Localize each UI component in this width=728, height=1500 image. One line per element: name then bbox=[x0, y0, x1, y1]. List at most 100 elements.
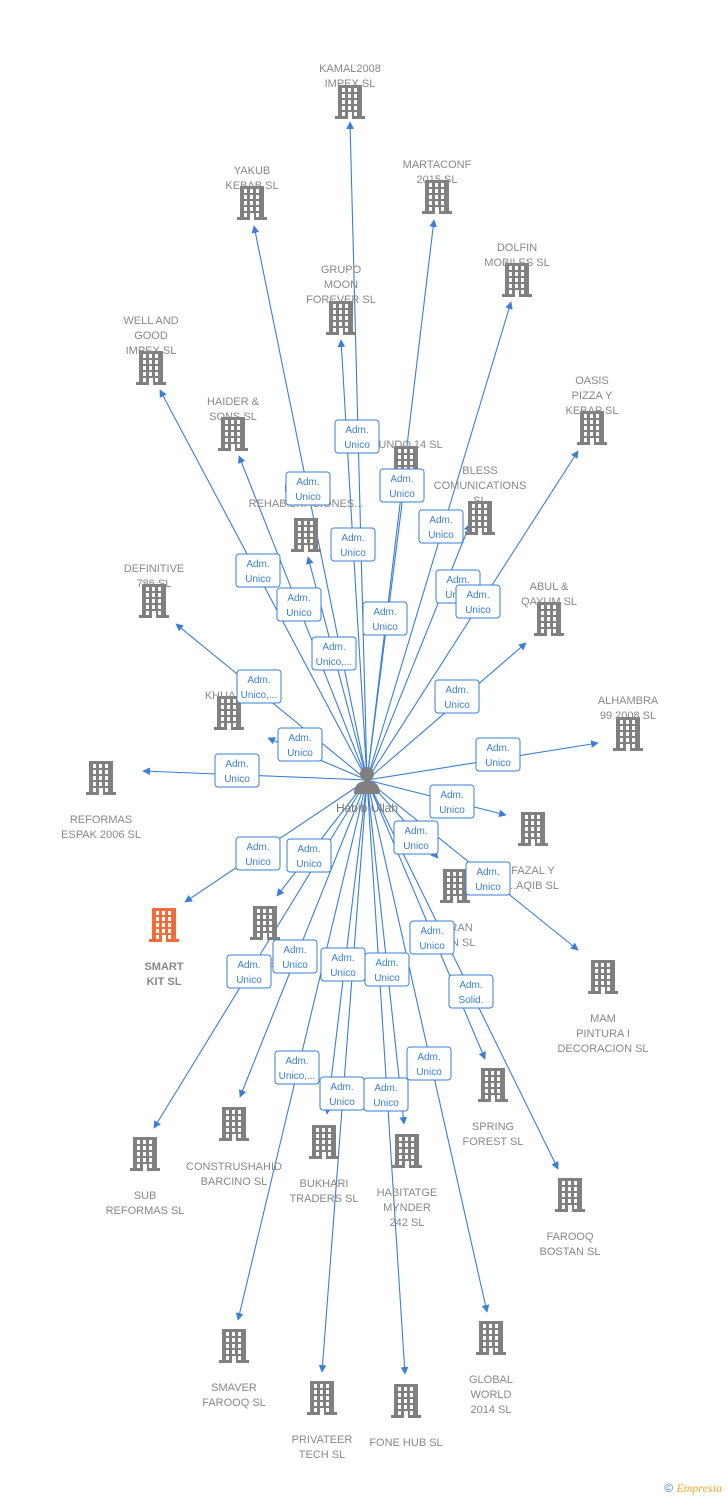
relation-label-privateer[interactable]: Adm.Unico bbox=[319, 1076, 365, 1111]
relation-label-kamal[interactable]: Adm.Unico bbox=[334, 419, 380, 454]
building-window bbox=[472, 510, 475, 514]
company-node-fonehub[interactable]: FONE HUB SL bbox=[369, 1384, 443, 1449]
building-window bbox=[143, 372, 146, 376]
building-icon bbox=[422, 180, 452, 214]
building-window bbox=[231, 420, 234, 424]
relation-label-mam[interactable]: Adm.Unico bbox=[465, 861, 511, 896]
building-window bbox=[221, 717, 224, 721]
relation-label-bless[interactable]: Adm.Unico bbox=[418, 509, 464, 544]
building-icon bbox=[219, 1329, 249, 1363]
building-icon bbox=[218, 417, 248, 451]
company-label-line: WORLD bbox=[471, 1389, 512, 1401]
company-node-fazal[interactable]: FAZAL Y...AQIB SL bbox=[507, 812, 559, 892]
relation-label-mundo[interactable]: Adm.Unico bbox=[362, 601, 408, 636]
building-window bbox=[495, 1336, 498, 1340]
watermark: © Empresia bbox=[664, 1481, 722, 1496]
relation-label-farooq[interactable]: Adm.Unico bbox=[406, 1046, 452, 1081]
building-window bbox=[156, 917, 159, 921]
relation-label-imran[interactable]: Adm.Unico bbox=[393, 820, 439, 855]
company-label-line: 786 SL bbox=[137, 578, 172, 590]
building-window bbox=[93, 776, 96, 780]
building-window bbox=[509, 266, 512, 270]
relation-label-alhambra[interactable]: Adm.Unico bbox=[475, 737, 521, 772]
building-icon bbox=[237, 186, 267, 220]
building-window bbox=[333, 322, 336, 326]
relation-box bbox=[465, 861, 511, 896]
building-window bbox=[250, 207, 253, 211]
building-icon bbox=[518, 812, 548, 846]
relation-label-fonehub[interactable]: Adm.Unico bbox=[363, 1077, 409, 1112]
building-window bbox=[298, 521, 301, 525]
building-window bbox=[314, 1408, 317, 1412]
building-window bbox=[568, 1187, 571, 1191]
building-door bbox=[601, 987, 605, 994]
company-label-line: ABUL & bbox=[530, 581, 569, 593]
relation-label-smart[interactable]: Adm.Unico bbox=[235, 836, 281, 871]
company-label-line: 2014 SL bbox=[471, 1404, 512, 1416]
building-window bbox=[485, 1071, 488, 1075]
relation-label-niaz[interactable]: Adm.Unico bbox=[286, 838, 332, 873]
building-window bbox=[509, 290, 512, 294]
building-window bbox=[238, 1350, 241, 1354]
relation-label-fazal[interactable]: Adm.Unico bbox=[429, 784, 475, 819]
person-name: Habib Ullah bbox=[336, 801, 398, 815]
center-person[interactable]: Habib Ullah bbox=[336, 767, 398, 815]
relation-label-khua[interactable]: Adm.Unico bbox=[277, 727, 323, 762]
relation-label-reformas_espak[interactable]: Adm.Unico bbox=[214, 753, 260, 788]
building-window bbox=[410, 1399, 413, 1403]
building-window bbox=[304, 539, 307, 543]
relation-label-habitatge[interactable]: Adm.Unico bbox=[364, 952, 410, 987]
relation-label-oasis[interactable]: Adm.Unico bbox=[455, 584, 501, 619]
relation-box bbox=[363, 1077, 409, 1112]
building-window bbox=[537, 839, 540, 843]
person-body bbox=[354, 781, 380, 794]
relation-label-definitive[interactable]: Adm.Unico,... bbox=[236, 669, 282, 704]
relation-label-haider[interactable]: Adm.Unico bbox=[276, 587, 322, 622]
relation-label-reformas_rehab[interactable]: Adm.Unico,... bbox=[311, 636, 357, 671]
relation-label-sub[interactable]: Adm.Unico bbox=[226, 954, 272, 989]
relation-label-construshahid[interactable]: Adm.Unico bbox=[272, 939, 318, 974]
building-door bbox=[435, 207, 439, 214]
relation-label-spring[interactable]: Adm.Solid. bbox=[448, 974, 494, 1009]
company-node-abul[interactable]: ABUL &QAYUM SL bbox=[521, 581, 577, 636]
company-node-imran[interactable]: IMRAN...AN SL bbox=[435, 869, 476, 949]
building-window bbox=[478, 510, 481, 514]
relation-label-smaver[interactable]: Adm.Unico,... bbox=[274, 1050, 320, 1085]
building-window bbox=[574, 1199, 577, 1203]
relation-label-yakub[interactable]: Adm.Unico bbox=[285, 471, 331, 506]
relation-text: Unico bbox=[485, 758, 511, 769]
relation-label-abul[interactable]: Adm.Unico bbox=[434, 679, 480, 714]
building-window bbox=[574, 1181, 577, 1185]
relation-label-grupo[interactable]: Adm.Unico bbox=[330, 527, 376, 562]
relation-label-global[interactable]: Adm.Unico bbox=[409, 920, 455, 955]
building-door bbox=[489, 1348, 493, 1355]
company-label-line: ALHAMBRA bbox=[598, 695, 659, 707]
relation-label-welland[interactable]: Adm.Unico bbox=[235, 553, 281, 588]
company-node-haider[interactable]: HAIDER &SONS SL bbox=[207, 396, 260, 451]
relation-label-bukhari[interactable]: Adm.Unico bbox=[320, 947, 366, 982]
relation-label-martaconf[interactable]: Adm.Unico bbox=[379, 468, 425, 503]
